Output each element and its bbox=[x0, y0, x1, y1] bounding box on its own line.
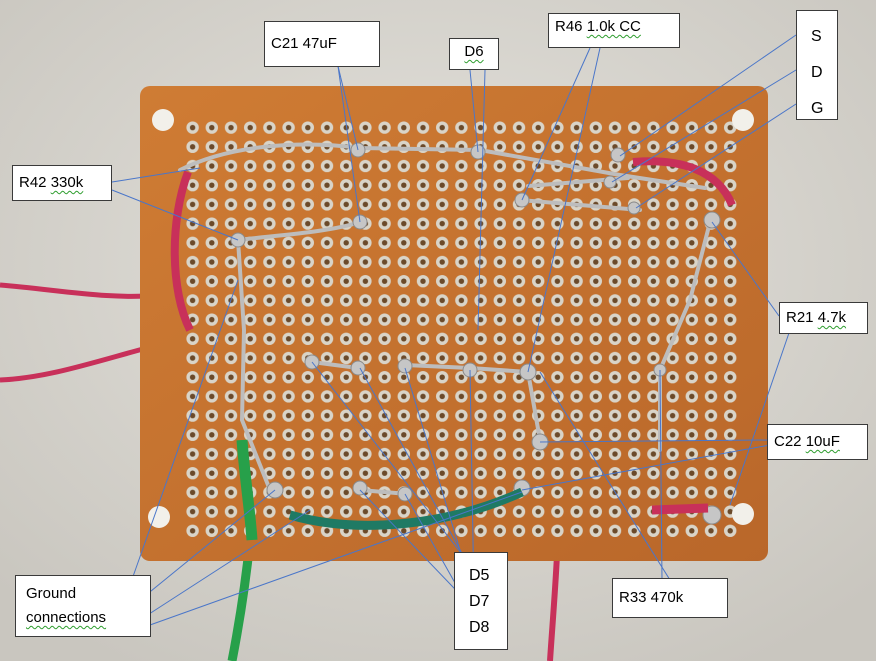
label-d6-text: D6 bbox=[464, 43, 484, 60]
label-r46-value: 1.0k CC bbox=[586, 18, 641, 35]
label-sdg: S D G bbox=[796, 10, 838, 120]
label-diodes: D5 D7 D8 bbox=[454, 552, 508, 650]
label-c21-text: C21 47uF bbox=[271, 35, 337, 52]
red-wire-offboard-2 bbox=[0, 342, 159, 383]
label-r42-prefix: R42 bbox=[19, 174, 51, 191]
label-s-text: S bbox=[811, 28, 822, 45]
red-wire-top-right bbox=[632, 157, 736, 207]
red-wire-bottom-right bbox=[651, 503, 709, 515]
label-c22-prefix: C22 bbox=[774, 433, 806, 450]
label-r21-prefix: R21 bbox=[786, 309, 818, 326]
label-d7-text: D7 bbox=[469, 593, 490, 610]
red-wire-offboard-3 bbox=[547, 554, 560, 661]
mounting-hole bbox=[148, 506, 170, 528]
red-wire-left bbox=[170, 170, 194, 332]
pad-grid bbox=[183, 118, 739, 541]
label-c22: C22 10uF bbox=[767, 424, 868, 460]
label-r21-value: 4.7k bbox=[817, 309, 847, 326]
label-r46-prefix: R46 bbox=[555, 18, 587, 35]
leader-lines bbox=[111, 34, 797, 626]
label-ground-line1: Ground bbox=[26, 585, 77, 602]
label-r42: R42 330k bbox=[12, 165, 112, 201]
label-r33: R33 470k bbox=[612, 578, 728, 618]
label-d-text: D bbox=[811, 64, 823, 81]
label-d6: D6 bbox=[449, 38, 499, 70]
label-d5-text: D5 bbox=[469, 567, 490, 584]
label-r42-value: 330k bbox=[50, 174, 84, 191]
mounting-hole bbox=[732, 109, 754, 131]
teal-wire bbox=[288, 487, 524, 530]
label-r46: R46 1.0k CC bbox=[548, 13, 680, 48]
label-r21: R21 4.7k bbox=[779, 302, 868, 334]
label-c22-value: 10uF bbox=[805, 433, 840, 450]
label-ground: Ground connections bbox=[15, 575, 151, 637]
label-c21: C21 47uF bbox=[264, 21, 380, 67]
mounting-hole bbox=[152, 109, 174, 131]
label-r33-text: R33 470k bbox=[619, 589, 684, 606]
label-ground-line2: connections bbox=[26, 609, 107, 626]
green-wire bbox=[236, 439, 258, 541]
label-g-text: G bbox=[811, 100, 824, 117]
mounting-hole bbox=[732, 503, 754, 525]
label-d8-text: D8 bbox=[469, 619, 490, 636]
